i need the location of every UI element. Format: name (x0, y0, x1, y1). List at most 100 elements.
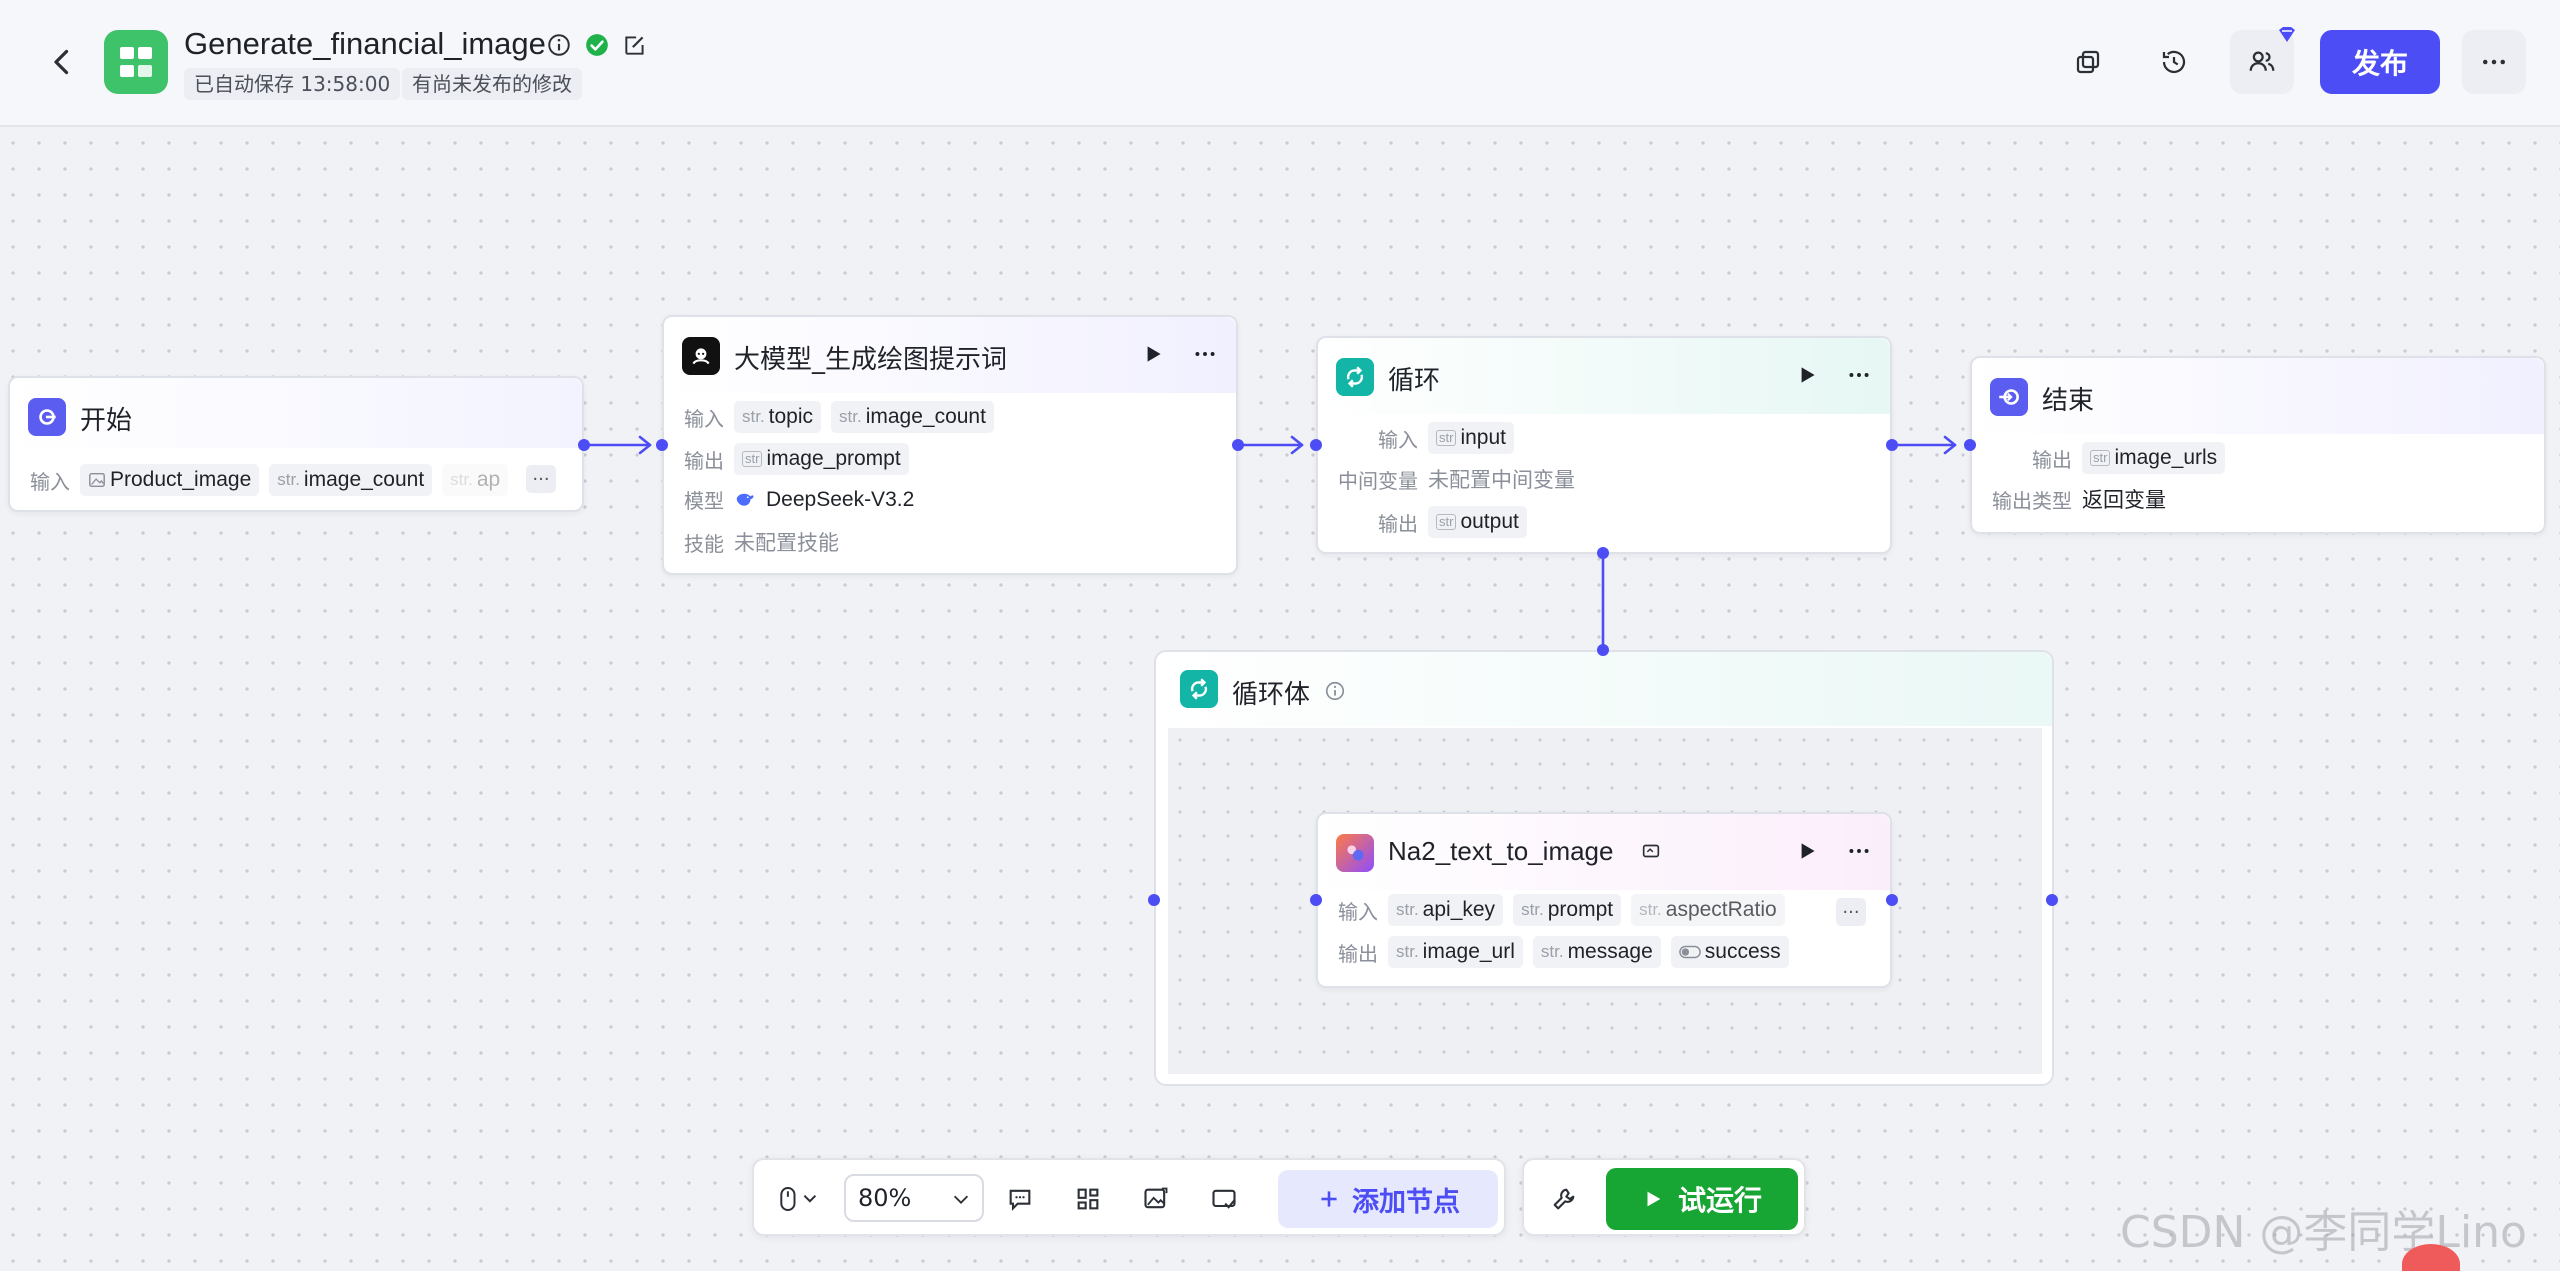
model-name: DeepSeek-V3.2 (766, 487, 915, 511)
node-header (1318, 814, 1890, 890)
info-icon[interactable] (1324, 680, 1346, 702)
back-icon[interactable] (44, 44, 80, 80)
more-params-button[interactable]: ··· (1836, 898, 1866, 926)
param-type: str. (450, 470, 473, 489)
input-row: 输入 Product_image str. image_count str. a… (30, 464, 509, 496)
debug-settings-button[interactable] (1544, 1179, 1584, 1219)
loop-body-right-port[interactable] (2046, 894, 2058, 906)
param-tag: str.topic (734, 401, 822, 433)
plugin-node[interactable]: Na2_text_to_image 输入 str. api_key str. pro… (1316, 812, 1892, 988)
unpublished-chip: 有尚未发布的修改 (402, 68, 582, 100)
param-name: output (1460, 510, 1519, 533)
end-icon (1990, 378, 2028, 416)
interaction-mode-button[interactable] (772, 1179, 828, 1219)
llm-model-icon (682, 337, 720, 375)
minimap-button[interactable] (1204, 1179, 1244, 1219)
llm-node[interactable]: 大模型_生成绘图提示词 输入 str.topic str.image_count… (662, 315, 1238, 575)
boolean-toggle-icon (1678, 945, 1701, 959)
input-label: 输入 (30, 469, 70, 494)
output-label: 输出 (1378, 511, 1418, 536)
play-icon[interactable] (1794, 838, 1820, 864)
skill-row: 技能 未配置技能 (684, 527, 839, 557)
node-title: Na2_text_to_image (1388, 836, 1614, 866)
run-toolbar: 试运行 (1522, 1158, 1806, 1236)
param-name: api_key (1422, 898, 1496, 921)
verified-check-icon (586, 34, 608, 56)
watermark: CSDN @李同学Lino (2120, 1207, 2527, 1258)
test-run-button[interactable]: 试运行 (1606, 1168, 1798, 1230)
copy-workflow-button[interactable] (2056, 30, 2120, 94)
param-name: Product_image (110, 468, 252, 491)
auto-layout-button[interactable] (1068, 1179, 1108, 1219)
node-actions (1794, 362, 1872, 388)
loop-body-header (1156, 652, 2052, 726)
canvas-toolbar: 80% 添加节点 (752, 1158, 1506, 1236)
collaborators-button[interactable] (2230, 30, 2294, 94)
history-button[interactable] (2142, 30, 2206, 94)
output-type-value: 返回变量 (2082, 488, 2166, 512)
deepseek-icon (736, 493, 754, 506)
param-type: str. (1540, 942, 1564, 961)
loop-output-port[interactable] (1886, 439, 1898, 451)
param-type: str. (1639, 900, 1662, 919)
node-header (664, 317, 1236, 393)
more-icon[interactable] (1846, 362, 1872, 388)
loop-input-port[interactable] (1310, 439, 1322, 451)
plugin-store-icon (1642, 844, 1660, 858)
zoom-value: 80% (858, 1184, 912, 1212)
play-icon[interactable] (1794, 362, 1820, 388)
zoom-select[interactable]: 80% (844, 1174, 984, 1222)
comment-button[interactable] (1000, 1179, 1040, 1219)
edit-icon[interactable] (622, 32, 648, 58)
export-image-button[interactable] (1136, 1179, 1176, 1219)
image-type-icon (89, 472, 105, 488)
plus-icon (1321, 1191, 1337, 1207)
node-header (10, 378, 582, 448)
workflow-app-icon (104, 30, 168, 94)
plugin-output-port[interactable] (1886, 894, 1898, 906)
loop-body-top-port[interactable] (1597, 644, 1609, 656)
param-name: topic (768, 405, 814, 428)
param-tag: str.image_url (1388, 936, 1523, 968)
more-icon[interactable] (1846, 838, 1872, 864)
param-tag: str.image_count (831, 401, 994, 433)
loop-body-left-port[interactable] (1148, 894, 1160, 906)
play-icon (1647, 1191, 1661, 1207)
model-row: 模型 DeepSeek-V3.2 (684, 485, 914, 514)
plugin-input-port[interactable] (1310, 894, 1322, 906)
llm-input-port[interactable] (656, 439, 668, 451)
input-label: 输入 (1338, 899, 1378, 924)
start-output-port[interactable] (578, 439, 590, 451)
node-title: 循环 (1388, 366, 1441, 396)
mid-var-label: 中间变量 (1338, 468, 1418, 493)
param-name: image_url (1422, 940, 1515, 963)
llm-output-port[interactable] (1232, 439, 1244, 451)
info-icon[interactable] (546, 32, 572, 58)
output-type-row: 输出类型 返回变量 (1992, 484, 2166, 514)
param-tag: str. image_count (269, 464, 433, 496)
more-params-button[interactable]: ··· (526, 465, 556, 493)
loop-body-port[interactable] (1597, 547, 1609, 559)
end-input-port[interactable] (1964, 439, 1976, 451)
more-icon[interactable] (1192, 341, 1218, 367)
play-icon[interactable] (1140, 341, 1166, 367)
param-type: str. (1396, 942, 1419, 961)
more-options-button[interactable] (2462, 30, 2526, 94)
title-icons (546, 32, 648, 58)
publish-button[interactable]: 发布 (2320, 30, 2440, 94)
add-node-button[interactable]: 添加节点 (1278, 1170, 1498, 1228)
start-icon (28, 398, 66, 436)
param-tag: success (1670, 936, 1789, 968)
floating-assistant-avatar[interactable] (2402, 1244, 2460, 1271)
param-tag: Product_image (80, 464, 260, 496)
skill-label: 技能 (684, 531, 724, 556)
param-name: prompt (1547, 898, 1614, 921)
param-name: success (1704, 940, 1781, 963)
start-node[interactable]: 开始 输入 Product_image str. image_count str… (8, 376, 584, 512)
output-type-label: 输出类型 (1992, 488, 2072, 513)
